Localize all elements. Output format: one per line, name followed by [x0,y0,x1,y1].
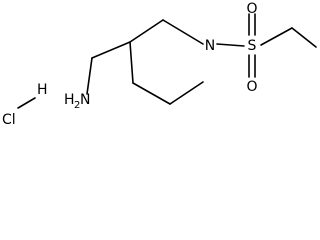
ring-nitrogen-label: N [205,38,215,54]
salt-chlorine-label: Cl [2,112,16,126]
bond-c2-c3 [162,19,204,45]
oxygen-bottom-label: O [246,79,257,95]
amine-subscript-label: 2 [74,100,80,111]
bond-c3-c4 [129,19,164,43]
bond-c4-c5 [129,41,134,84]
bond-ch2-ch3 [291,27,317,48]
bond-c6-n [169,81,204,105]
bond-s-ch2 [260,27,293,46]
bond-h-cl [17,97,36,109]
amine-n-label: N [80,92,90,108]
bond-c4-ch2 [91,41,131,59]
piperidine-ring [129,19,204,105]
ethylsulfonyl-group [216,13,317,78]
bond-c5-c6 [132,82,171,105]
bond-n-s [216,43,245,47]
oxygen-top-label: O [246,1,257,17]
hydrochloride-salt [17,97,36,109]
amine-h-label: H [64,92,75,108]
chemical-structure-diagram: N S O O H 2 N H Cl [2,1,317,126]
sulfur-label: S [248,38,257,54]
salt-hydrogen-label: H [37,82,48,98]
aminomethyl-group [86,41,131,95]
bond-ch2-nh2 [86,57,93,95]
